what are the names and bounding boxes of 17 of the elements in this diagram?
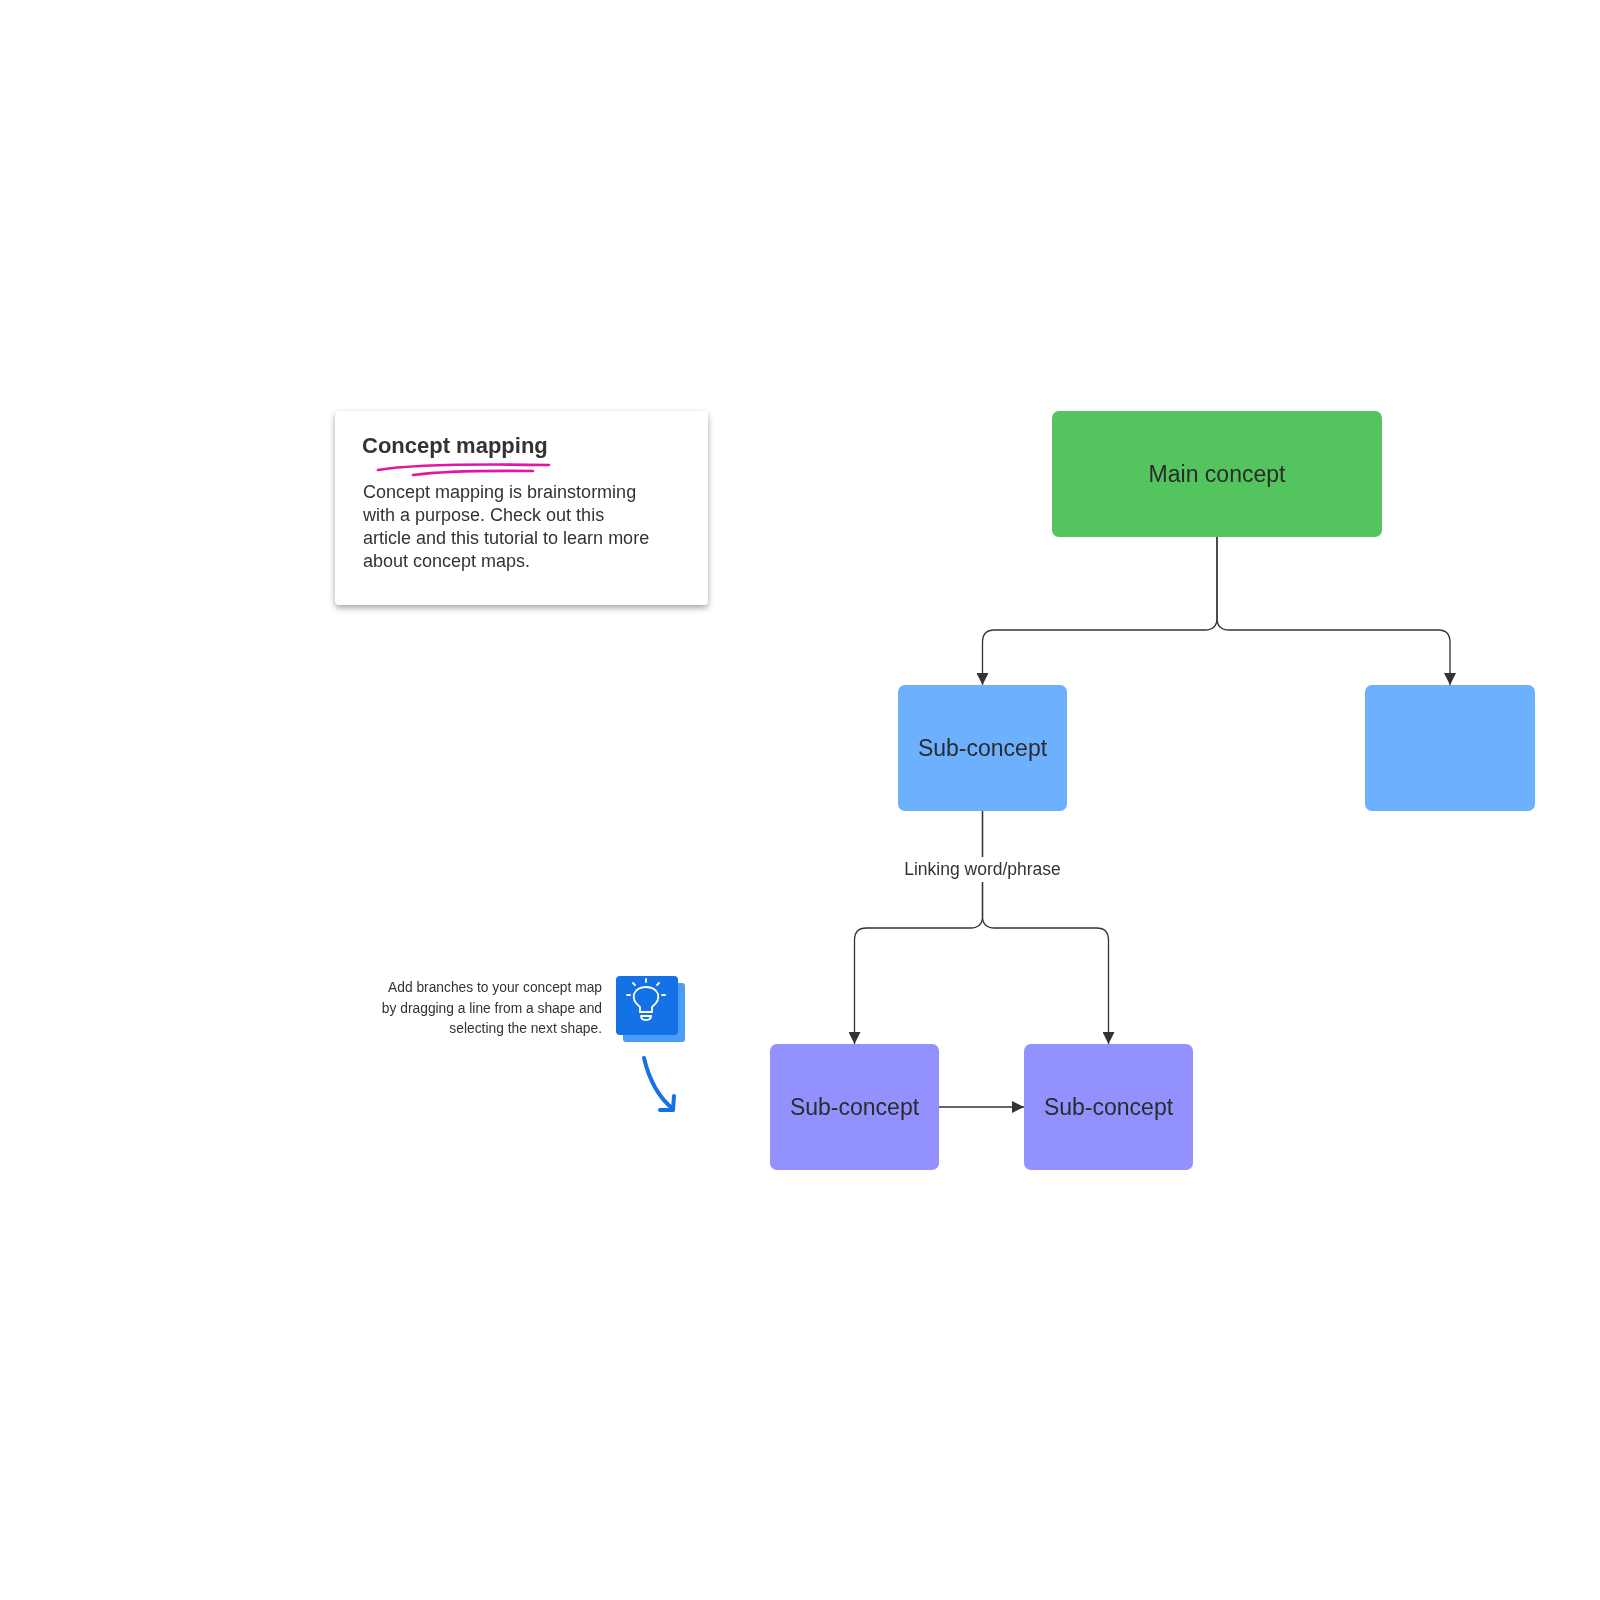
connector-arrow — [938, 1101, 1025, 1113]
concept-label: Sub-concept — [1043, 1093, 1174, 1121]
concept-box — [1024, 1044, 1193, 1170]
edge-label: Linking word/phrase — [902, 857, 1063, 882]
concept-label: Sub-concept — [917, 734, 1048, 762]
connector-arrow — [1216, 536, 1456, 686]
hint-text: Add branches to your concept map by dragging a line from a shape and selecting the next shape. — [380, 979, 602, 1038]
concept-box — [1052, 411, 1382, 537]
concept-label: Sub-concept — [789, 1093, 920, 1121]
card-text: Concept mapping is brainstorming with a purpose. Check out this article and this tutorial to learn more about concept maps. — [363, 481, 651, 573]
empty-box — [1365, 685, 1535, 811]
card-title: Concept mapping — [362, 433, 548, 459]
connector-arrow — [981, 810, 1115, 1045]
concept-label: Main concept — [1148, 460, 1286, 488]
info-card — [335, 411, 708, 605]
concept-box — [770, 1044, 939, 1170]
concept-box — [898, 685, 1067, 811]
